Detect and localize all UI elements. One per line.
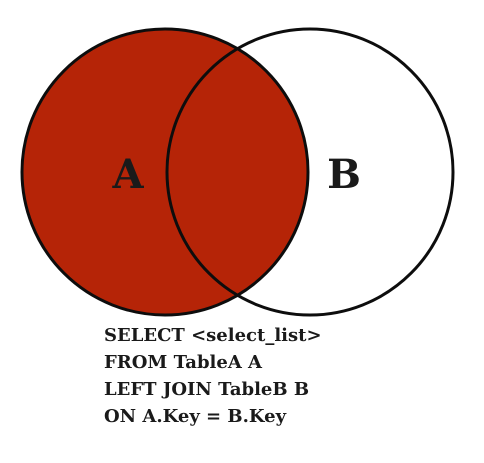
sql-from-line: FROM TableA A <box>104 352 263 373</box>
sql-query: SELECT <select_list> FROM TableA A LEFT … <box>104 322 464 430</box>
sql-select-line: SELECT <select_list> <box>104 325 322 346</box>
circle-a <box>20 27 310 317</box>
circle-b <box>165 27 455 317</box>
set-b-label: B <box>327 151 361 198</box>
sql-join-line: LEFT JOIN TableB B <box>104 379 310 400</box>
sql-on-line: ON A.Key = B.Key <box>104 406 287 427</box>
set-a-label: A <box>111 151 144 198</box>
